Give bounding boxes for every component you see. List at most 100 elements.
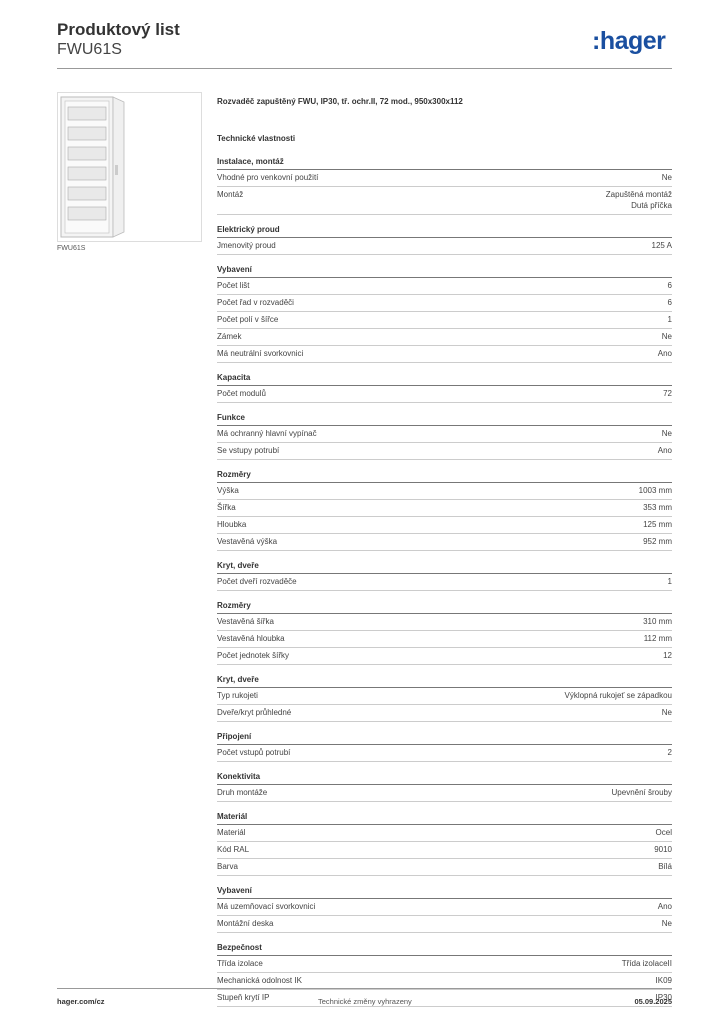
spec-group-title: Vybavení <box>217 265 672 278</box>
spec-group-title: Instalace, montáž <box>217 157 672 170</box>
spec-value: 2 <box>667 748 672 757</box>
spec-row: Počet řad v rozvaděči 6 <box>217 295 672 312</box>
footer-date: 05.09.2025 <box>634 997 672 1006</box>
spec-value: IK09 <box>655 976 672 985</box>
spec-value: Upevnění šrouby <box>611 788 672 797</box>
spec-label: Mechanická odolnost IK <box>217 976 302 985</box>
spec-value: Ano <box>657 349 672 358</box>
spec-row: Má neutrální svorkovnici Ano <box>217 346 672 363</box>
spec-label: Montážní deska <box>217 919 274 928</box>
spec-label: Vhodné pro venkovní použití <box>217 173 319 182</box>
spec-value: Zapuštěná montáž Dutá příčka <box>605 190 672 210</box>
spec-row: Typ rukojeti Výklopná rukojeť se západkou <box>217 688 672 705</box>
spec-value: 125 A <box>651 241 672 250</box>
spec-group-title: Kryt, dveře <box>217 675 672 688</box>
spec-label: Hloubka <box>217 520 247 529</box>
spec-value: 6 <box>667 298 672 307</box>
spec-value: 1003 mm <box>638 486 672 495</box>
hager-logo[interactable]: :hager <box>592 27 666 56</box>
spec-label: Vestavěná hloubka <box>217 634 285 643</box>
logo-text: hager <box>599 27 666 55</box>
spec-label: Počet vstupů potrubí <box>217 748 291 757</box>
header-divider <box>57 68 672 69</box>
spec-label: Počet polí v šířce <box>217 315 279 324</box>
spec-value: 9010 <box>654 845 672 854</box>
spec-row: Druh montáže Upevnění šrouby <box>217 785 672 802</box>
spec-value: Ano <box>657 902 672 911</box>
spec-value: Ne <box>661 332 672 341</box>
spec-value: Ocel <box>655 828 672 837</box>
spec-value: Ne <box>661 429 672 438</box>
spec-value: Bílá <box>658 862 672 871</box>
spec-value: Ne <box>661 919 672 928</box>
spec-group-title: Kapacita <box>217 373 672 386</box>
spec-group-title: Materiál <box>217 812 672 825</box>
spec-group-title: Funkce <box>217 413 672 426</box>
spec-label: Typ rukojeti <box>217 691 258 700</box>
spec-value: 952 mm <box>643 537 672 546</box>
spec-label: Druh montáže <box>217 788 268 797</box>
spec-value: 72 <box>663 389 672 398</box>
spec-row: Má ochranný hlavní vypínač Ne <box>217 426 672 443</box>
spec-label: Jmenovitý proud <box>217 241 276 250</box>
spec-group-title: Rozměry <box>217 470 672 483</box>
spec-group-title: Bezpečnost <box>217 943 672 956</box>
spec-label: Montáž <box>217 190 244 199</box>
spec-row: Počet vstupů potrubí 2 <box>217 745 672 762</box>
spec-row: Montáž Zapuštěná montáž Dutá příčka <box>217 187 672 215</box>
page-title: Produktový list <box>57 20 180 39</box>
spec-row: Výška 1003 mm <box>217 483 672 500</box>
spec-value: 12 <box>663 651 672 660</box>
spec-value: 1 <box>667 315 672 324</box>
spec-value: Výklopná rukojeť se západkou <box>564 691 672 700</box>
spec-label: Třída izolace <box>217 959 263 968</box>
spec-label: Počet modulů <box>217 389 266 398</box>
product-image <box>57 92 202 242</box>
footer-disclaimer: Technické změny vyhrazeny <box>318 997 412 1006</box>
spec-label: Počet dveří rozvaděče <box>217 577 297 586</box>
spec-row: Vhodné pro venkovní použití Ne <box>217 170 672 187</box>
spec-label: Má ochranný hlavní vypínač <box>217 429 317 438</box>
spec-label: Výška <box>217 486 239 495</box>
spec-label: Má neutrální svorkovnici <box>217 349 304 358</box>
spec-group-title: Rozměry <box>217 601 672 614</box>
footer-website-link[interactable]: hager.com/cz <box>57 997 105 1006</box>
product-code-subtitle: FWU61S <box>57 41 122 58</box>
footer-divider <box>57 988 672 989</box>
spec-label: Počet řad v rozvaděči <box>217 298 294 307</box>
spec-group-title: Konektivita <box>217 772 672 785</box>
spec-label: Kód RAL <box>217 845 250 854</box>
spec-value: 6 <box>667 281 672 290</box>
spec-row: Montážní deska Ne <box>217 916 672 933</box>
spec-label: Šířka <box>217 503 236 512</box>
spec-value: Ne <box>661 173 672 182</box>
spec-row: Šířka 353 mm <box>217 500 672 517</box>
spec-label: Dveře/kryt průhledné <box>217 708 292 717</box>
spec-group-title: Kryt, dveře <box>217 561 672 574</box>
spec-value: 353 mm <box>643 503 672 512</box>
product-description: Rozvaděč zapuštěný FWU, IP30, tř. ochr.I… <box>217 97 463 106</box>
spec-group-title: Připojení <box>217 732 672 745</box>
